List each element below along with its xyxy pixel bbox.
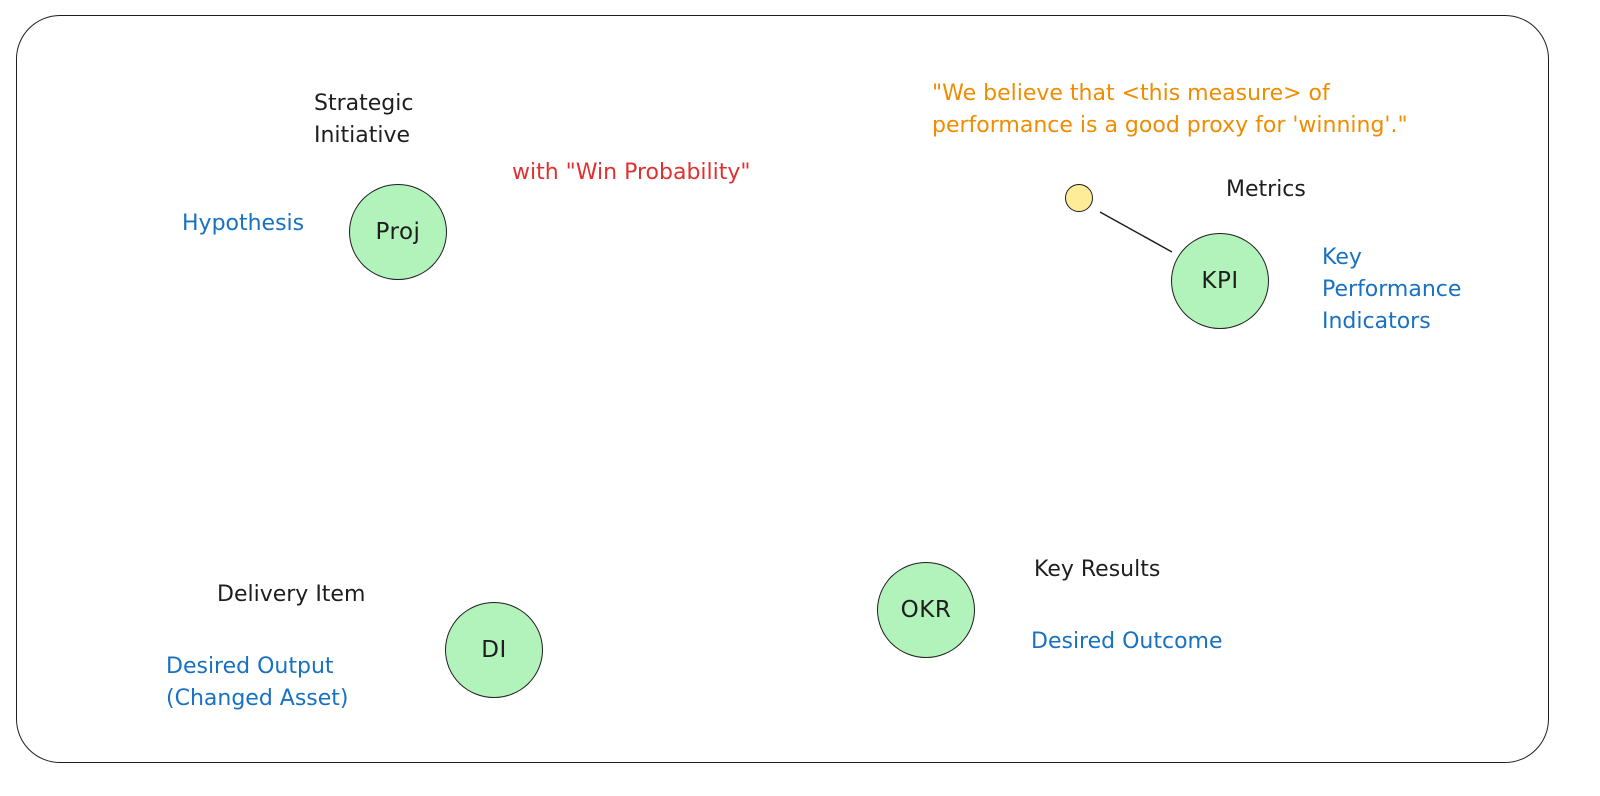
key-results-label: Key Results	[1034, 557, 1161, 582]
delivery-item-label: Delivery Item	[217, 582, 366, 607]
proj-node[interactable]: Proj	[349, 184, 447, 280]
kpi-full-name-label: Key Performance Indicators	[1322, 245, 1462, 334]
strategic-initiative-label: Strategic Initiative	[314, 91, 414, 148]
kpi-node[interactable]: KPI	[1171, 233, 1269, 329]
desired-output-label: Desired Output (Changed Asset)	[166, 654, 349, 711]
win-probability-label: with "Win Probability"	[512, 160, 751, 185]
annotation-dot[interactable]	[1065, 184, 1093, 212]
okr-node[interactable]: OKR	[877, 562, 975, 658]
canvas-frame	[16, 15, 1549, 763]
measure-quote-label: "We believe that <this measure> of perfo…	[932, 81, 1408, 138]
metrics-label: Metrics	[1226, 177, 1306, 202]
desired-outcome-label: Desired Outcome	[1031, 629, 1223, 654]
di-node[interactable]: DI	[445, 602, 543, 698]
hypothesis-label: Hypothesis	[182, 211, 305, 236]
